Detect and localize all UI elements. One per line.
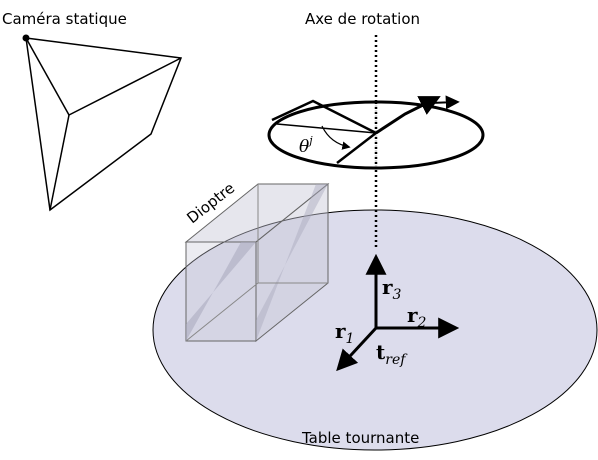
- rotated-orientation-arrow: [375, 96, 441, 135]
- table-label: Table tournante: [301, 429, 419, 447]
- reference-orientation: [271, 99, 379, 164]
- axis-label: Axe de rotation: [305, 10, 420, 28]
- dioptre-box: [184, 182, 330, 343]
- r2-label: r2: [407, 303, 427, 331]
- t-ref-label: tref: [376, 340, 408, 368]
- static-camera-icon: [25, 37, 183, 212]
- camera-label: Caméra statique: [2, 10, 127, 28]
- theta-label: θj: [299, 134, 313, 157]
- camera-center-dot: [22, 34, 30, 42]
- orientation-spoke: [276, 123, 377, 134]
- r1-axis-arrow: [336, 326, 378, 372]
- r1-label: r1: [335, 319, 354, 347]
- rotation-direction-arrow: [429, 95, 460, 110]
- theta-angle-arc: [321, 125, 351, 150]
- r3-label: r3: [382, 275, 402, 303]
